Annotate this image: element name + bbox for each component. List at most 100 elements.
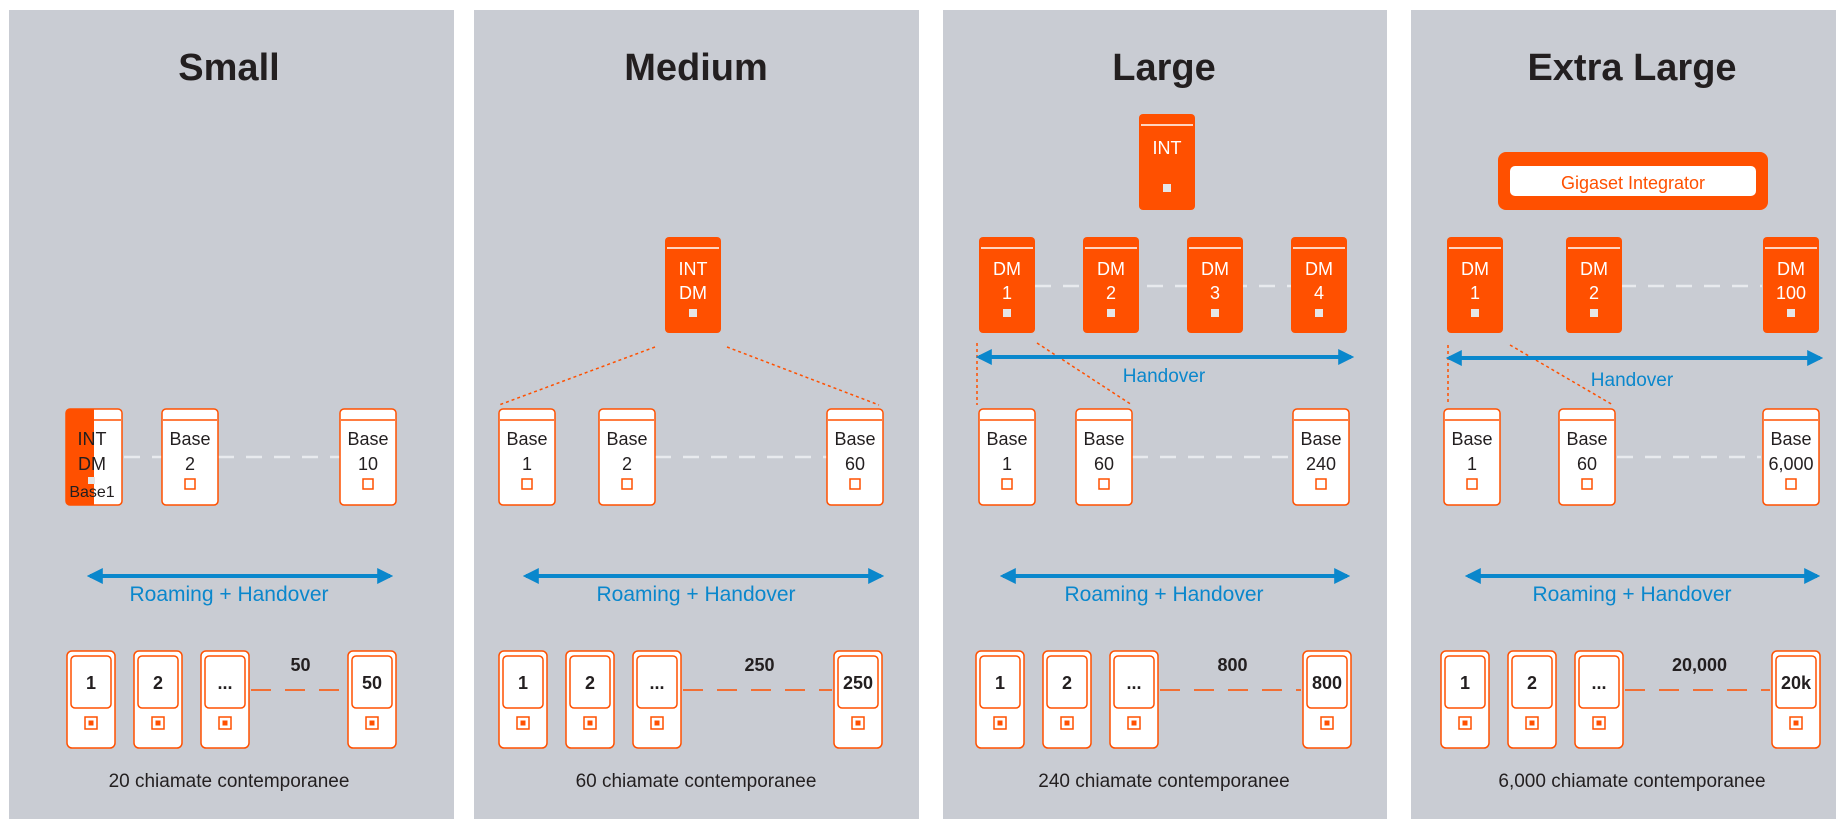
base-label-line1: Base [169, 429, 210, 449]
handset-label: 250 [843, 673, 873, 693]
base-body [826, 408, 884, 506]
node-label-line1: DM [1201, 259, 1229, 279]
base-led [849, 478, 861, 490]
handset-screen [1113, 655, 1155, 709]
base-station: Base1 [1443, 408, 1501, 506]
node-led [1163, 184, 1171, 192]
node-label-line1: DM [1580, 259, 1608, 279]
handset-key-dot [1324, 720, 1330, 726]
handset-screen [70, 655, 112, 709]
handset-screen [502, 655, 544, 709]
base-label-line2: 60 [845, 454, 865, 474]
server-node: DM2 [1083, 237, 1139, 333]
handset-count-label: 250 [744, 655, 774, 675]
base-led [1098, 478, 1110, 490]
handset-count-label: 20,000 [1672, 655, 1727, 675]
handset: ... [1574, 650, 1624, 749]
dashed-connector [498, 346, 656, 406]
node-label-line2: 1 [1470, 283, 1480, 303]
handset-screen [1306, 655, 1348, 709]
base-label-line1: Base [347, 429, 388, 449]
panel-title: Small [178, 47, 279, 89]
base-led [1581, 478, 1593, 490]
panel-title: Medium [624, 47, 768, 89]
handset-screen [137, 655, 179, 709]
concurrent-calls-label: 6,000 chiamate contemporanee [1498, 771, 1765, 792]
base-body [498, 408, 556, 506]
node-led [1787, 309, 1795, 317]
base-label-line2: 240 [1306, 454, 1336, 474]
handset-screen [636, 655, 678, 709]
base-highlight [66, 409, 94, 505]
server-body [1187, 237, 1243, 333]
handset: 2 [1507, 650, 1557, 749]
roaming-handover-label: Roaming + Handover [1064, 583, 1263, 606]
node-label-line2: 3 [1210, 283, 1220, 303]
handset-screen [1046, 655, 1088, 709]
handset-screen [979, 655, 1021, 709]
server-node: DM 3 [1187, 237, 1243, 333]
server-node: INT [1139, 114, 1195, 210]
base-led [1466, 478, 1478, 490]
handset-screen [351, 655, 393, 709]
server-body [1447, 237, 1503, 333]
handset-screen [204, 655, 246, 709]
server-body [1139, 114, 1195, 210]
handset-label: ... [1126, 673, 1141, 693]
node-label-line1: DM [1461, 259, 1489, 279]
base-label-line1: Base [606, 429, 647, 449]
node-label-line1: DM [993, 259, 1021, 279]
base-body [339, 408, 397, 506]
handset-key-dot [222, 720, 228, 726]
base-body [978, 408, 1036, 506]
node-led [689, 309, 697, 317]
handset-label: 1 [518, 673, 528, 693]
integrator-label: Gigaset Integrator [1561, 173, 1705, 193]
handset-label: ... [649, 673, 664, 693]
handset: 2 [1042, 650, 1092, 749]
node-led [1590, 309, 1598, 317]
handset-key-dot [587, 720, 593, 726]
base-label-line1: INT [78, 429, 107, 449]
handset: 20k [1771, 650, 1821, 749]
handset-label: 2 [1527, 673, 1537, 693]
handset-label: 20k [1781, 673, 1812, 693]
handset-key-dot [1462, 720, 1468, 726]
handset: 1 [975, 650, 1025, 749]
base-label-line2: 60 [1577, 454, 1597, 474]
handset: ... [200, 650, 250, 749]
node-led [1315, 309, 1323, 317]
base-label-line1: Base [1770, 429, 1811, 449]
node-label-line1: DM [1097, 259, 1125, 279]
panel-title: Large [1112, 47, 1215, 89]
base-label-line2: 6,000 [1768, 454, 1813, 474]
panel-title: Extra Large [1527, 47, 1736, 89]
server-body [665, 237, 721, 333]
base-body [1443, 408, 1501, 506]
handset-key-dot [654, 720, 660, 726]
node-label-line2: DM [679, 283, 707, 303]
handset-key-dot [88, 720, 94, 726]
server-body [979, 237, 1035, 333]
base-label-line1: Base [1451, 429, 1492, 449]
panel-large: LargeINTDM1DM2DM3DM4HandoverBase1Base60B… [943, 10, 1387, 819]
node-label-line2: 100 [1776, 283, 1806, 303]
handset: 2 [565, 650, 615, 749]
node-label-line2: 1 [1002, 283, 1012, 303]
handset-screen [569, 655, 611, 709]
handset: 250 [833, 650, 883, 749]
base-station: Base1 [978, 408, 1036, 506]
server-node: DM 1 [1447, 237, 1503, 333]
node-label-line2: 4 [1314, 283, 1324, 303]
handset-key-dot [1793, 720, 1799, 726]
handset-key-dot [997, 720, 1003, 726]
node-label-line1: DM [1305, 259, 1333, 279]
integrator-inner [1510, 166, 1756, 196]
base-led [184, 478, 196, 490]
handset: 2 [133, 650, 183, 749]
